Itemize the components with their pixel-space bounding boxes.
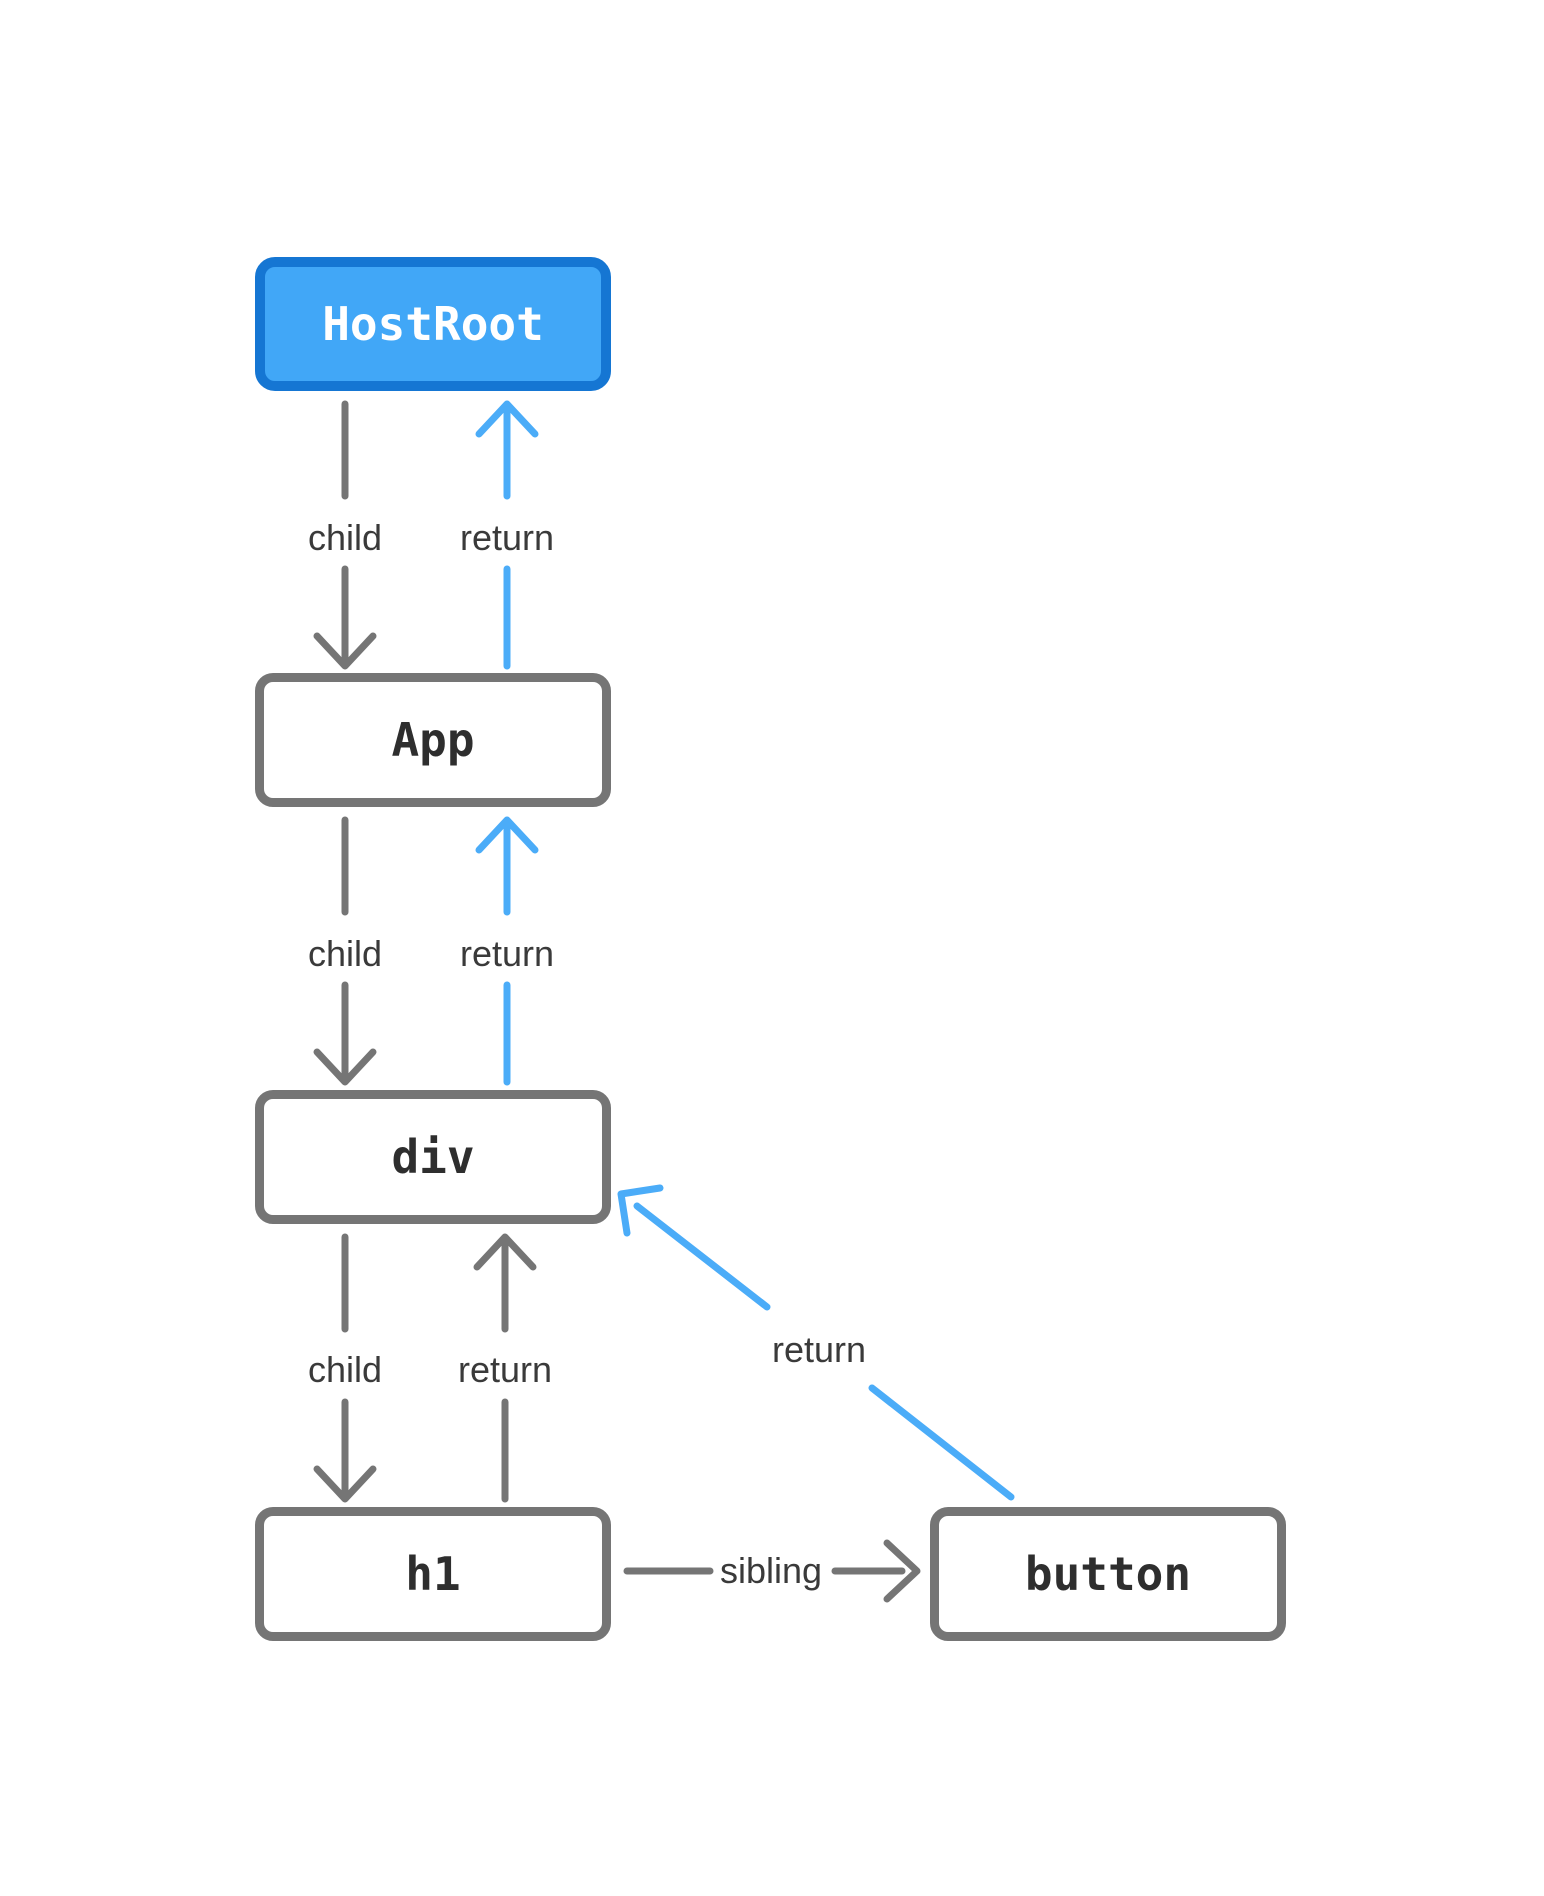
node-h1: h1	[255, 1507, 611, 1641]
edge-label-return-1: return	[459, 517, 555, 558]
edge-app-hostroot-return	[475, 400, 539, 670]
edge-label-return-3: return	[457, 1349, 553, 1390]
node-hostroot-label: HostRoot	[322, 297, 544, 351]
node-button-label: button	[1024, 1547, 1192, 1601]
node-div: div	[255, 1090, 611, 1224]
edge-h1-button-sibling	[623, 1539, 921, 1603]
edge-div-h1-child	[313, 1233, 377, 1503]
node-app: App	[255, 673, 611, 807]
edge-label-sibling: sibling	[719, 1550, 823, 1591]
node-button: button	[930, 1507, 1286, 1641]
edge-h1-div-return	[473, 1233, 537, 1503]
edge-label-child-1: child	[307, 517, 383, 558]
edge-button-div-return	[617, 1184, 1015, 1501]
edge-label-return-2: return	[459, 933, 555, 974]
edge-hostroot-app-child	[313, 400, 377, 670]
edge-label-child-2: child	[307, 933, 383, 974]
node-app-label: App	[391, 713, 475, 767]
edge-label-return-diagonal: return	[771, 1329, 867, 1370]
node-div-label: div	[391, 1130, 475, 1184]
node-h1-label: h1	[405, 1547, 461, 1601]
edge-div-app-return	[475, 816, 539, 1086]
node-hostroot: HostRoot	[255, 257, 611, 391]
edge-app-div-child	[313, 816, 377, 1086]
edge-label-child-3: child	[307, 1349, 383, 1390]
